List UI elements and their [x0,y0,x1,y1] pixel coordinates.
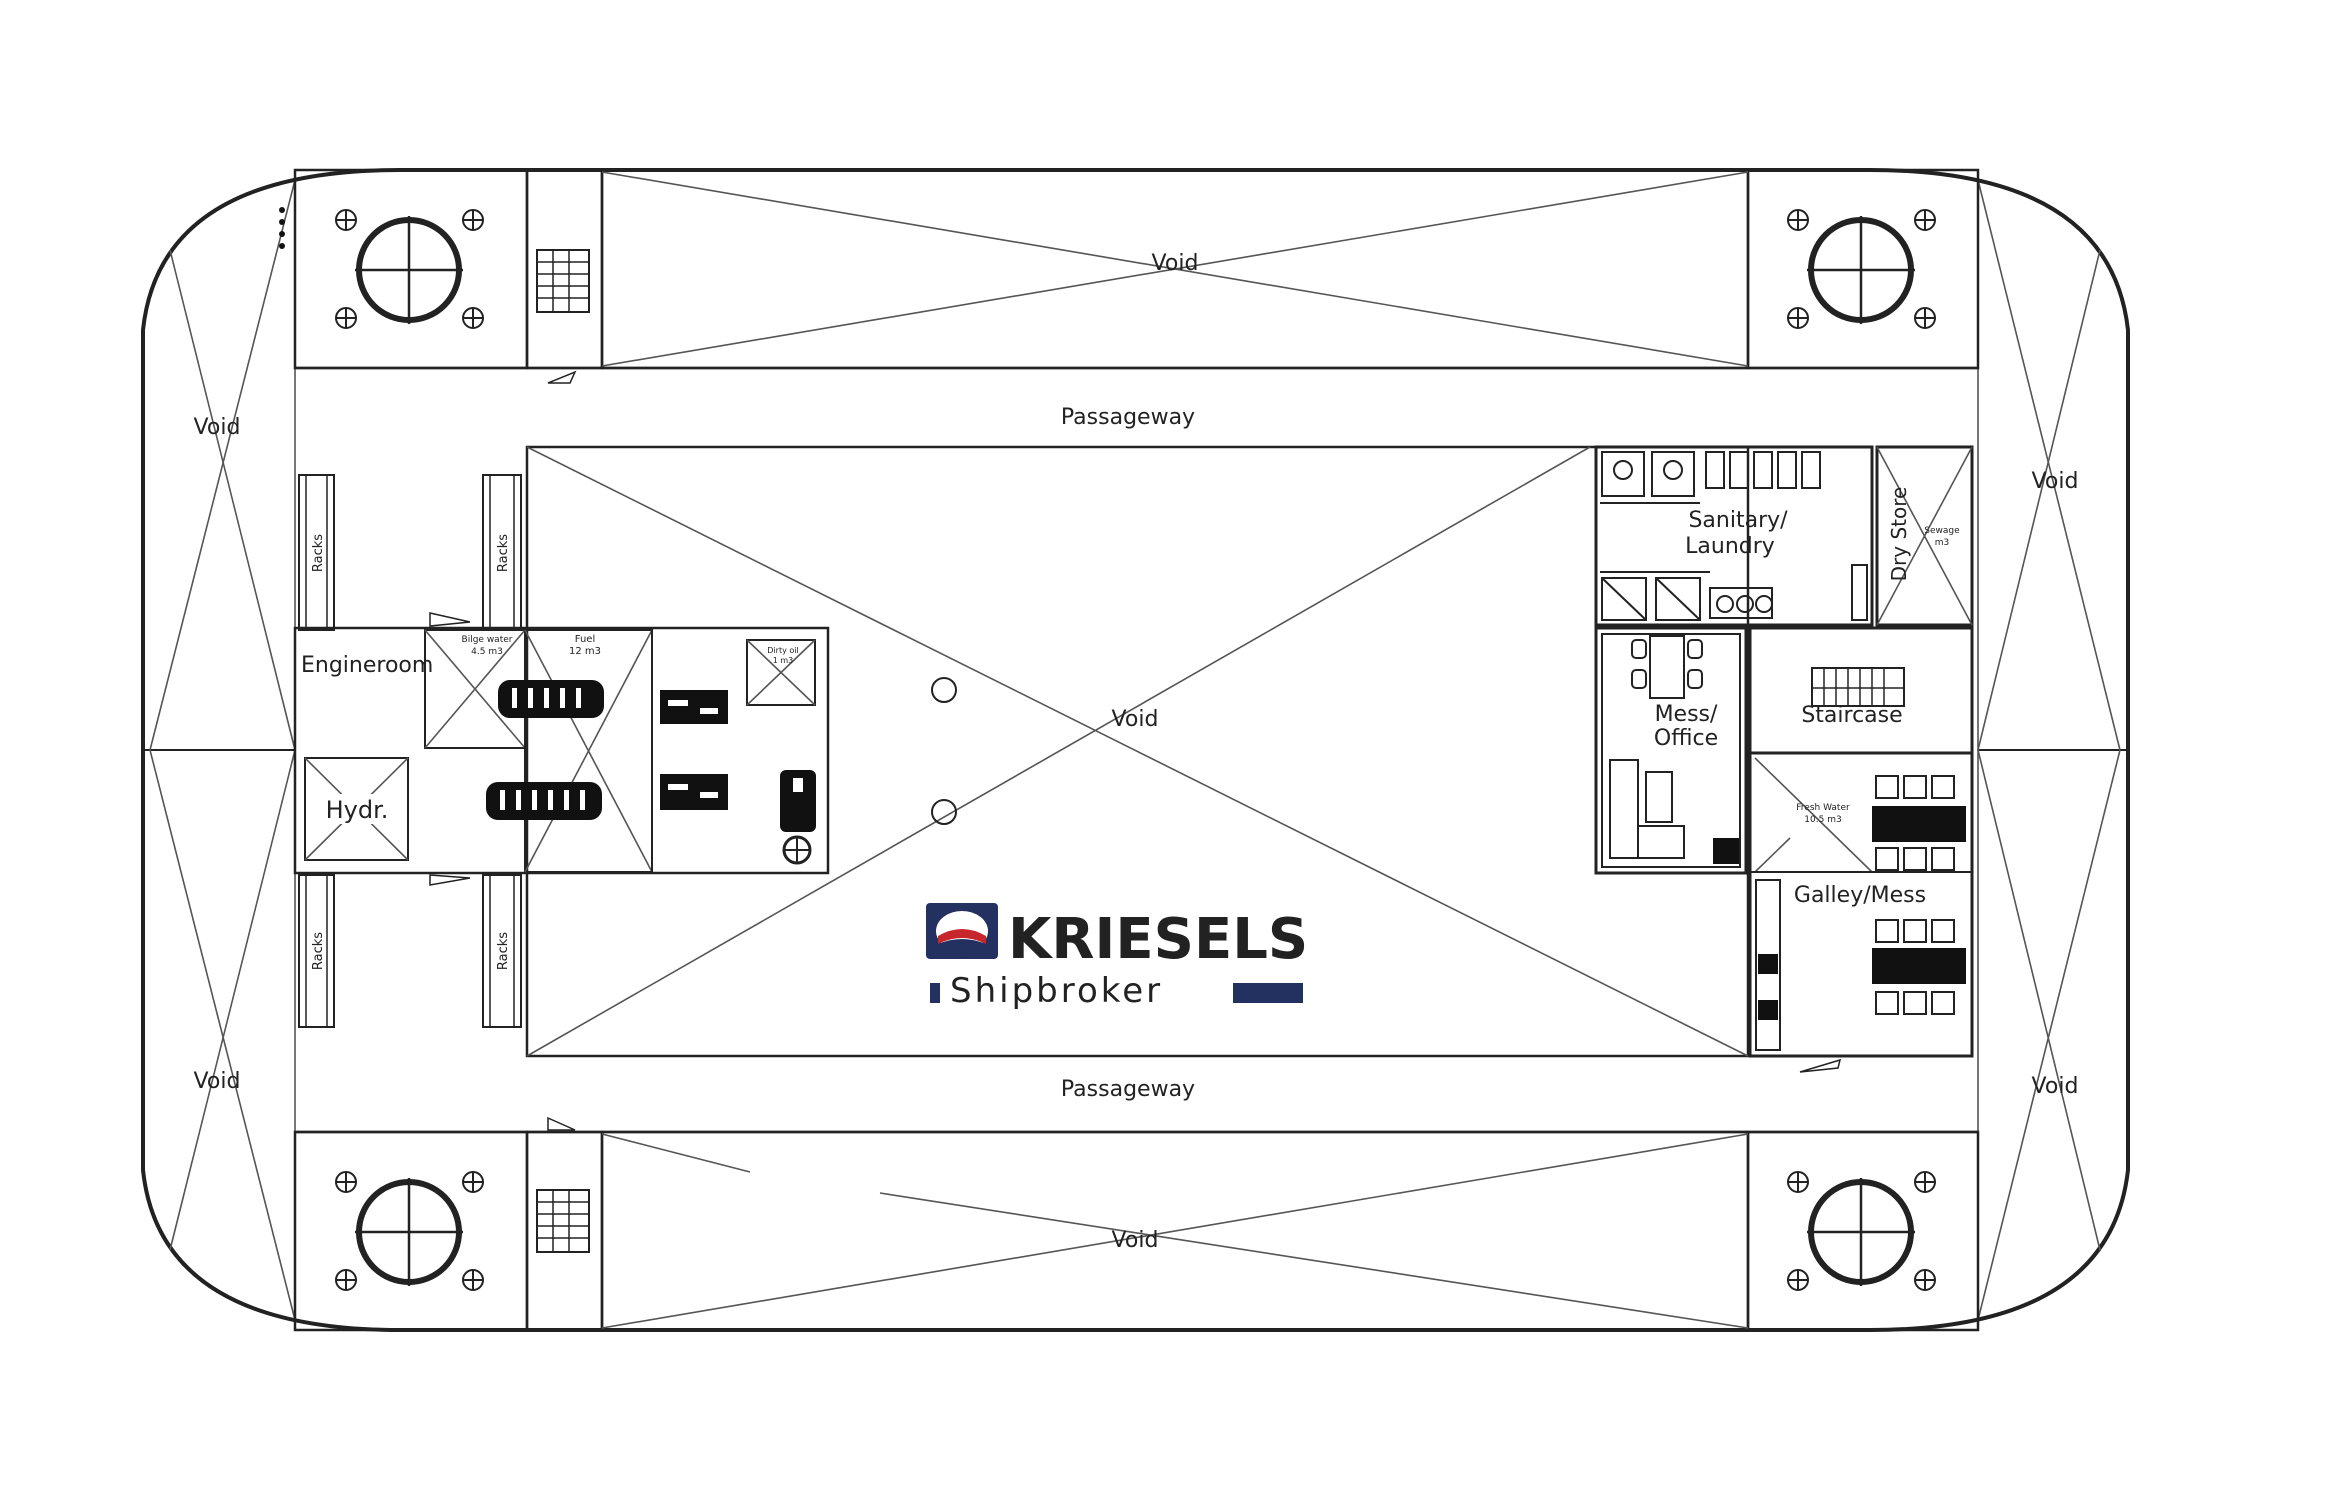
fuel-volume: 12 m3 [569,646,601,657]
void-end-right-upper: Void [1977,179,2121,751]
logo-subtitle: Shipbroker [950,971,1163,1011]
void-end-right-lower: Void [1977,749,2121,1321]
racks-label: Racks [496,932,511,970]
sewage-volume: m3 [1935,538,1950,548]
void-end-left-lower: Void [149,749,296,1321]
engineroom-label: Engineroom [301,653,433,678]
engine-lower [486,782,602,820]
spud-bottom-right [1746,1130,1980,1332]
pump-unit [780,770,816,865]
void-bottom-long: Void [600,1130,1750,1332]
dirty-oil-volume: 1 m3 [773,656,794,665]
void-label: Void [194,1069,241,1094]
dry-store-label: Dry Store [1887,487,1911,582]
void-label: Void [2032,469,2079,494]
spud-top-right [1746,168,1980,370]
mess-office-label-2: Office [1654,726,1718,751]
racks-top-left: Racks [298,474,335,631]
fresh-water-label: Fresh Water [1796,803,1850,813]
dry-store: Dry Store Sewage m3 [1875,445,1974,627]
void-label: Void [1112,1228,1159,1253]
staircase: Staircase [1748,626,1974,755]
racks-bottom-mid: Racks [482,874,522,1028]
void-label: Void [1152,251,1199,276]
passageway-label: Passageway [1061,405,1195,430]
sanitary-label: Sanitary/ [1688,508,1788,533]
void-top-long: Void [600,168,1750,370]
fresh-water-volume: 10.5 m3 [1804,815,1841,825]
mess-office: Mess/ Office [1594,626,1748,875]
sanitary-laundry: Sanitary/ Laundry [1594,445,1874,627]
sewage-label: Sewage [1924,526,1960,536]
bilge-water-volume: 4.5 m3 [471,647,503,657]
void-end-left-upper: Void [149,179,296,751]
void-label: Void [2032,1074,2079,1099]
mess-office-label-1: Mess/ [1655,702,1718,727]
hydr-label: Hydr. [326,796,389,824]
engineroom: Engineroom Hydr. Bilge water 4.5 m3 Fuel… [293,612,830,886]
laundry-label: Laundry [1685,534,1775,559]
void-label: Void [194,415,241,440]
racks-label: Racks [311,534,326,572]
fuel-label: Fuel [575,634,595,645]
dirty-oil-label: Dirty oil [767,646,798,655]
bilge-water-label: Bilge water [462,635,513,645]
passageway-bottom: Passageway [295,1077,1978,1134]
galley-mess-label: Galley/Mess [1794,883,1926,908]
ladder-bottom [525,1116,604,1332]
kriesels-logo: KRIESELS Shipbroker [926,903,1308,1011]
racks-label: Racks [311,932,326,970]
racks-top-mid: Racks [482,474,522,631]
spud-top-left [279,168,529,370]
engine-upper [498,680,604,718]
passageway-top: Passageway [295,366,1978,430]
spud-bottom-left [293,1130,529,1332]
void-label: Void [1112,707,1159,732]
staircase-label: Staircase [1801,703,1902,728]
passageway-label: Passageway [1061,1077,1195,1102]
racks-bottom-left: Racks [298,874,335,1028]
logo-brand: KRIESELS [1008,907,1308,972]
void-central-hold: Void [525,445,1750,1058]
racks-label: Racks [496,534,511,572]
galley-mess: Fresh Water 10.5 m3 Galley/Mess [1748,751,1974,1073]
ladder-top [525,168,604,384]
